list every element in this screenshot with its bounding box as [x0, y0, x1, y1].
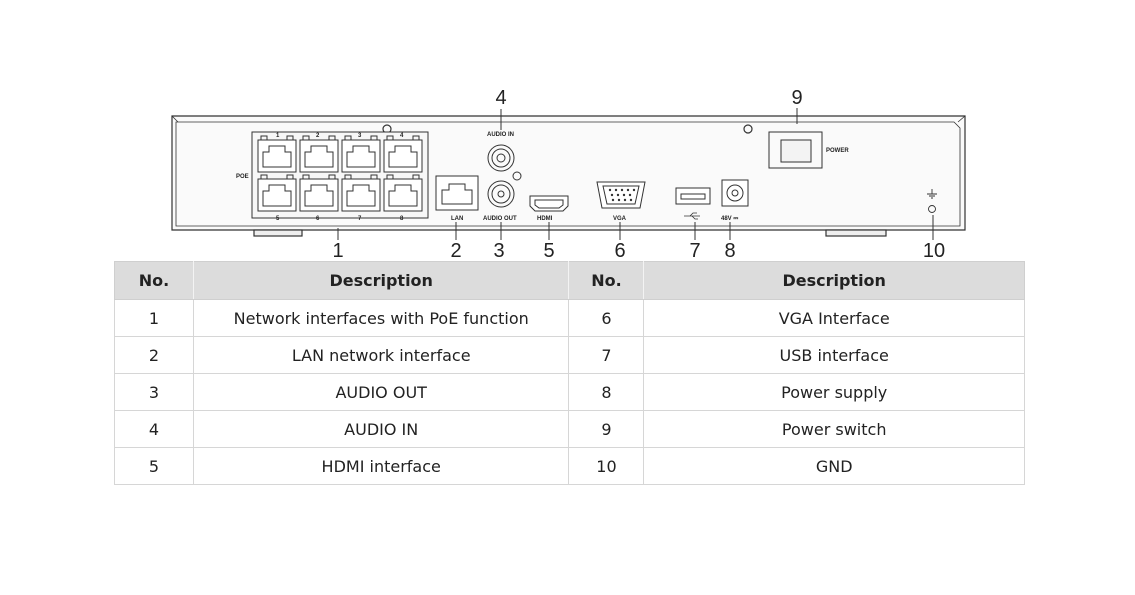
dc-label: 48V ⎓ [721, 216, 738, 222]
hdmi-label: HDMI [537, 216, 553, 222]
port-number: 7 [358, 216, 362, 222]
rj45-port [383, 174, 423, 212]
port-number: 4 [400, 133, 404, 139]
rj45-port [299, 135, 339, 173]
table-row: 4 AUDIO IN 9 Power switch [114, 410, 1025, 448]
usb-icon [684, 212, 700, 220]
callout-4: 4 [495, 87, 506, 109]
column-header: Description [192, 261, 570, 300]
table-cell: 9 [568, 410, 645, 448]
vga-port [596, 181, 646, 209]
rear-panel-diagram: POE 1 2 3 4 5 6 7 8 LAN AUDIO IN AUDIO O… [171, 87, 966, 262]
table-cell: LAN network interface [192, 336, 570, 374]
table-row: 5 HDMI interface 10 GND [114, 447, 1025, 485]
rj45-port [257, 135, 297, 173]
port-number: 1 [276, 133, 280, 139]
interface-table: No. Description No. Description 1 Networ… [114, 261, 1025, 485]
table-cell: 1 [114, 299, 194, 337]
table-cell: 5 [114, 447, 194, 485]
rj45-port [341, 174, 381, 212]
callout-2: 2 [450, 240, 461, 262]
table-cell: USB interface [643, 336, 1025, 374]
audio-out-label: AUDIO OUT [483, 216, 517, 222]
table-cell: VGA Interface [643, 299, 1025, 337]
audio-out-jack [487, 180, 515, 208]
port-number: 6 [316, 216, 320, 222]
callout-10: 10 [923, 240, 945, 262]
callout-8: 8 [724, 240, 735, 262]
audio-in-jack [487, 144, 522, 181]
column-header: No. [114, 261, 194, 300]
callout-numbers: 1 2 3 4 5 6 7 8 9 10 [332, 87, 945, 262]
hdmi-port [529, 195, 569, 212]
table-cell: GND [643, 447, 1025, 485]
usb-port [675, 187, 711, 205]
table-header-row: No. Description No. Description [114, 261, 1025, 300]
port-numbers-top: 1 2 3 4 [276, 133, 404, 139]
port-number: 5 [276, 216, 280, 222]
callout-7: 7 [689, 240, 700, 262]
table-cell: Power supply [643, 373, 1025, 411]
callout-1: 1 [332, 240, 343, 262]
poe-ports [251, 131, 429, 219]
callout-3: 3 [493, 240, 504, 262]
table-row: 2 LAN network interface 7 USB interface [114, 336, 1025, 374]
table-cell: 6 [568, 299, 645, 337]
table-cell: AUDIO OUT [192, 373, 570, 411]
table-cell: Network interfaces with PoE function [192, 299, 570, 337]
table-cell: 3 [114, 373, 194, 411]
rj45-port [257, 174, 297, 212]
rj45-port [341, 135, 381, 173]
port-number: 2 [316, 133, 320, 139]
table-cell: AUDIO IN [192, 410, 570, 448]
table-row: 1 Network interfaces with PoE function 6… [114, 299, 1025, 337]
column-header: Description [643, 261, 1025, 300]
dc-power-jack [721, 179, 749, 207]
column-header: No. [568, 261, 645, 300]
poe-label: POE [236, 174, 249, 180]
vga-label: VGA [613, 216, 627, 222]
table-cell: 4 [114, 410, 194, 448]
port-number: 3 [358, 133, 362, 139]
audio-in-label: AUDIO IN [487, 132, 514, 138]
table-cell: 7 [568, 336, 645, 374]
lan-label: LAN [451, 216, 463, 222]
power-switch [768, 131, 823, 169]
table-row: 3 AUDIO OUT 8 Power supply [114, 373, 1025, 411]
callout-9: 9 [791, 87, 802, 109]
rj45-port [383, 135, 423, 173]
callout-6: 6 [614, 240, 625, 262]
table-cell: 8 [568, 373, 645, 411]
port-number: 8 [400, 216, 404, 222]
table-cell: 2 [114, 336, 194, 374]
power-label: POWER [826, 148, 849, 154]
table-cell: HDMI interface [192, 447, 570, 485]
lan-port [435, 175, 479, 211]
table-cell: Power switch [643, 410, 1025, 448]
port-numbers-bottom: 5 6 7 8 [276, 216, 404, 222]
callout-lines [337, 108, 934, 240]
rj45-port [299, 174, 339, 212]
callout-5: 5 [543, 240, 554, 262]
gnd-terminal [927, 189, 937, 213]
table-cell: 10 [568, 447, 645, 485]
